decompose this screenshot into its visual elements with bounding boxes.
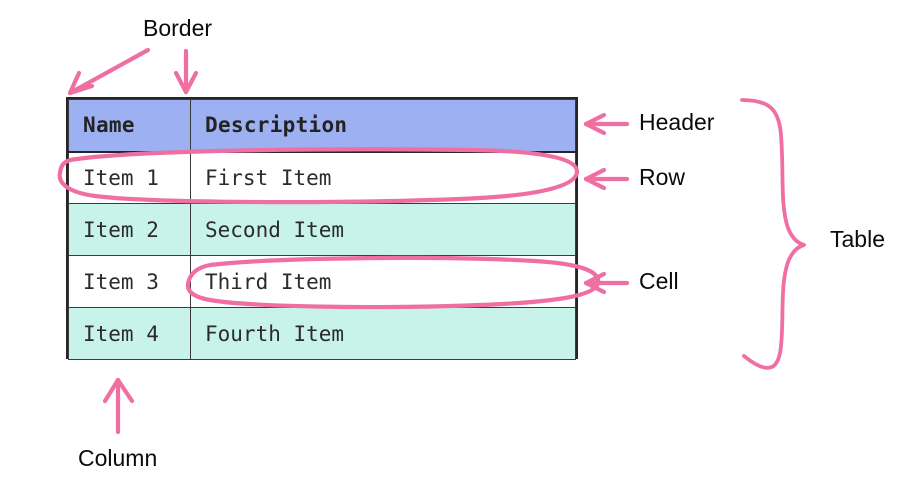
cell-description[interactable]: Third Item: [190, 255, 576, 308]
column-arrow: [102, 377, 135, 435]
header-row: Name Description: [68, 99, 576, 153]
cell-name[interactable]: Item 2: [68, 203, 191, 256]
annotation-label-row: Row: [639, 164, 686, 190]
cell-arrow: [583, 271, 630, 295]
row-arrow: [583, 167, 630, 191]
annotation-label-border: Border: [143, 15, 213, 41]
border-vertical-arrow: [173, 48, 199, 95]
table-brace: [740, 98, 806, 370]
table-row[interactable]: Item 3 Third Item: [68, 255, 576, 308]
annotation-label-column: Column: [78, 445, 158, 471]
cell-name[interactable]: Item 3: [68, 255, 191, 308]
border-diagonal-arrow: [67, 47, 151, 96]
annotation-label-table: Table: [830, 226, 885, 252]
cell-name[interactable]: Item 1: [68, 151, 191, 204]
cell-description[interactable]: First Item: [190, 151, 576, 204]
table-row[interactable]: Item 4 Fourth Item: [68, 307, 576, 360]
cell-name[interactable]: Item 4: [68, 307, 191, 360]
annotation-label-header: Header: [639, 109, 715, 135]
table-row[interactable]: Item 1 First Item: [68, 151, 576, 204]
table-header: Name Description: [68, 99, 576, 153]
annotation-label-cell: Cell: [639, 268, 679, 294]
table-row[interactable]: Item 2 Second Item: [68, 203, 576, 256]
cell-description[interactable]: Second Item: [190, 203, 576, 256]
header-arrow: [583, 112, 630, 136]
column-header-name[interactable]: Name: [68, 99, 191, 153]
table-container: Name Description Item 1 First Item Item …: [66, 97, 578, 360]
cell-description[interactable]: Fourth Item: [190, 307, 576, 360]
table-body: Item 1 First Item Item 2 Second Item Ite…: [68, 151, 576, 360]
column-header-description[interactable]: Description: [190, 99, 576, 153]
demo-table: Name Description Item 1 First Item Item …: [68, 99, 576, 360]
